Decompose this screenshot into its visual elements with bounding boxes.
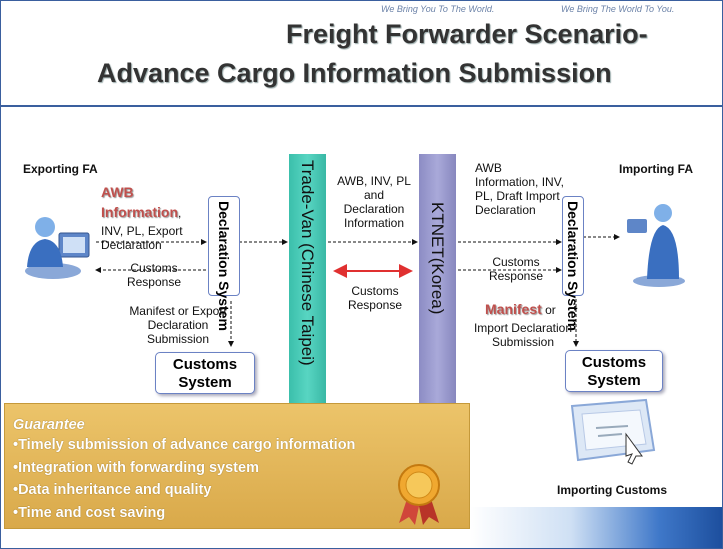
left-awb-line2: Information, <box>101 204 181 222</box>
exporting-fa-label: Exporting FA <box>23 162 98 176</box>
tradevan-column: Trade-Van (Chinese Taipei) <box>289 154 326 404</box>
left-customs-response: Customs Response <box>126 261 182 289</box>
bottom-decor-band <box>470 507 722 548</box>
left-customs-system-box: Customs System <box>155 352 255 394</box>
guarantee-item-2: •Integration with forwarding system <box>13 460 259 476</box>
left-awb-red-line1: AWB <box>101 184 134 200</box>
left-customs-system-label: Customs System <box>172 356 238 391</box>
ktnet-column: KTNET(Korea) <box>419 154 456 404</box>
ktnet-label: KTNET(Korea) <box>428 202 447 315</box>
right-declaration-system-label: Declaration System <box>565 201 581 331</box>
importing-customs-computer-icon <box>570 398 656 465</box>
exporting-fa-person-icon <box>25 217 90 279</box>
left-docs-line1: INV, PL, Export <box>101 224 183 238</box>
importing-customs-label: Importing Customs <box>557 483 667 497</box>
tagline-right: We Bring The World To You. <box>561 4 675 14</box>
left-docs-line2: Declaration <box>101 238 162 252</box>
guarantee-heading: Guarantee <box>13 417 85 433</box>
left-awb-comma: , <box>178 206 182 220</box>
left-declaration-system-label: Declaration System <box>216 201 232 331</box>
middle-top-label: AWB, INV, PL and Declaration Information <box>337 174 411 230</box>
left-manifest-text: Manifest or Export Declaration Submissio… <box>129 304 227 346</box>
guarantee-item-4: •Time and cost saving <box>13 505 166 521</box>
guarantee-item-1: •Timely submission of advance cargo info… <box>13 437 356 453</box>
right-manifest-or: or <box>541 303 556 317</box>
page-title-line1: Freight Forwarder Scenario- <box>286 19 648 49</box>
right-declaration-system-box: Declaration System <box>562 196 584 331</box>
right-awb-text: AWB Information, INV, PL, Draft Import D… <box>475 161 564 217</box>
importing-fa-person-icon <box>627 204 685 287</box>
left-declaration-system-box: Declaration System <box>208 196 240 331</box>
page-title-line2: Advance Cargo Information Submission <box>97 58 612 88</box>
left-awb-red-line2: Information <box>101 204 178 220</box>
title-bar <box>1 1 722 107</box>
right-customs-response: Customs Response <box>488 255 544 283</box>
medal-icon <box>398 464 440 525</box>
right-manifest-red: Manifest <box>485 301 542 317</box>
tradevan-label: Trade-Van (Chinese Taipei) <box>298 160 317 366</box>
tagline-left: We Bring You To The World. <box>381 4 495 14</box>
right-manifest-line1: Manifest or <box>485 301 556 319</box>
guarantee-item-3: •Data inheritance and quality <box>13 482 212 498</box>
right-manifest-text: Import Declaration Submission <box>473 321 573 349</box>
middle-bottom-label: Customs Response <box>347 284 403 312</box>
right-customs-system-label: Customs System <box>581 354 647 389</box>
importing-fa-label: Importing FA <box>619 162 693 176</box>
guarantee-panel <box>4 403 470 529</box>
right-customs-system-box: Customs System <box>565 350 663 392</box>
